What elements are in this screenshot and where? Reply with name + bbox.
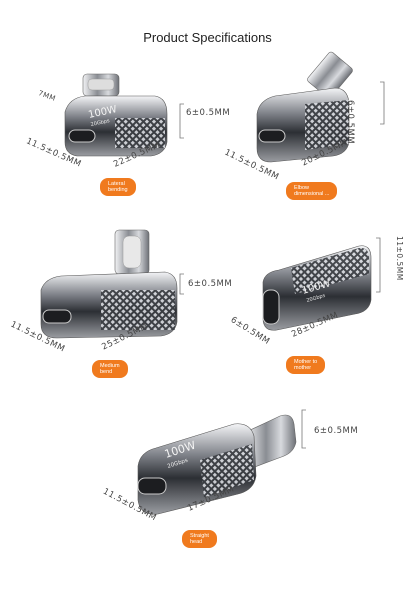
engraving-20gbps: 20Gbps <box>306 293 326 304</box>
height-dimension: 6±0.5MM <box>314 426 359 436</box>
height-dimension: 6±0.5MM <box>188 279 233 289</box>
height-bracket <box>380 81 385 125</box>
badge-mother: Mother to mother <box>286 356 326 374</box>
adapter-image-medium <box>40 229 178 339</box>
badge-elbow: Elbow dimensional ... <box>286 182 338 200</box>
adapter-image-straight: 100W 20Gbps <box>137 414 297 515</box>
height-bracket <box>301 409 306 449</box>
height-bracket <box>179 103 184 139</box>
height-dimension: 6±0.5MM <box>345 100 355 145</box>
adapter-image-elbow <box>256 51 353 163</box>
side-dimension: 7MM <box>37 89 57 103</box>
height-dimension: 6±0.5MM <box>186 108 231 118</box>
engraving-20gbps: 20Gbps <box>90 118 110 128</box>
adapter-image-lateral: 100W 20Gbps <box>64 73 168 157</box>
adapter-image-mother: 100W 20Gbps <box>262 245 372 331</box>
height-bracket <box>179 273 184 295</box>
badge-medium: Medium bend <box>92 360 128 378</box>
page-title: Product Specifications <box>143 30 272 45</box>
badge-straight: Straight head <box>182 530 217 548</box>
height-bracket <box>376 237 381 293</box>
height-dimension: 11±0.5MM <box>395 236 404 281</box>
badge-lateral: Lateral bending <box>100 178 136 196</box>
